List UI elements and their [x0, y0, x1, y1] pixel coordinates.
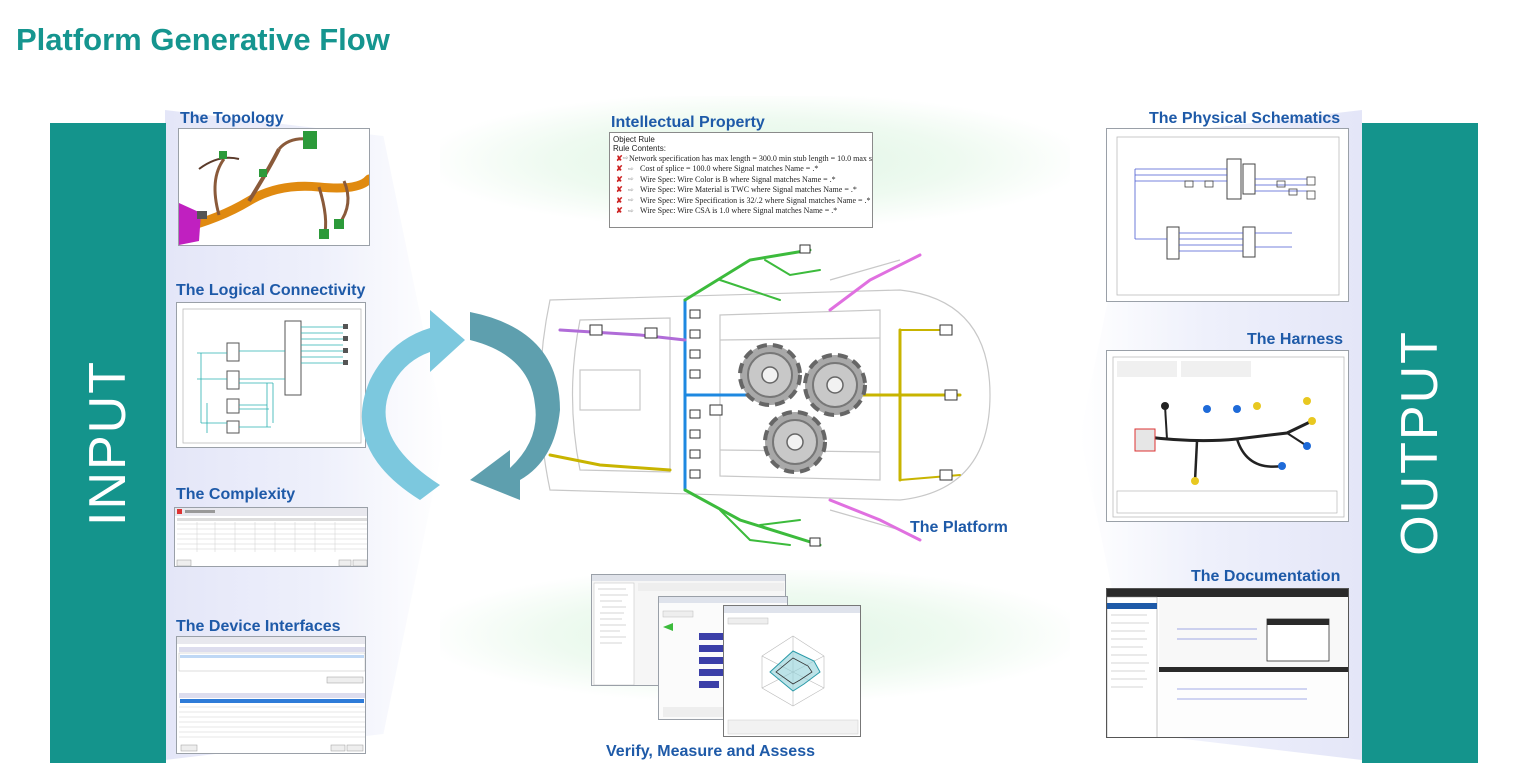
logical-connectivity-label: The Logical Connectivity [176, 282, 366, 299]
output-bar: OUTPUT [1362, 123, 1478, 763]
logical-connectivity-image [176, 302, 366, 448]
physical-schematics-label: The Physical Schematics [1149, 110, 1341, 127]
arrow-icon: ⇨ [622, 154, 629, 163]
topology-image [178, 128, 370, 246]
input-bar: INPUT [50, 123, 166, 763]
cycle-arrows-icon [361, 310, 560, 500]
delete-icon: ✘ [616, 185, 623, 195]
rule-text: Wire Spec: Wire Specification is 32/.2 w… [640, 195, 871, 205]
verify-label: Verify, Measure and Assess [606, 743, 815, 760]
rules-panel: Object Rule Rule Contents: ✘⇨Network spe… [609, 132, 873, 228]
rule-row: ✘ ⇨ Wire Spec: Wire Specification is 32/.2… [610, 195, 872, 206]
arrow-icon: ⇨ [628, 206, 634, 215]
arrow-icon: ⇨ [628, 185, 634, 194]
complexity-image [174, 507, 368, 567]
rule-row: ✘ ⇨ Wire Spec: Wire CSA is 1.0 where Signa… [610, 206, 872, 217]
topology-label: The Topology [180, 110, 284, 127]
documentation-image [1106, 588, 1349, 738]
verify-window-front [723, 605, 861, 737]
delete-icon: ✘ [616, 195, 623, 205]
arrow-icon: ⇨ [628, 196, 634, 205]
rules-panel-subheader: Rule Contents: [613, 144, 666, 153]
rule-row: ✘ ⇨ Wire Spec: Wire Color is B where Signa… [610, 174, 872, 185]
rule-row: ✘ ⇨ Wire Spec: Wire Material is TWC where … [610, 185, 872, 196]
page-title: Platform Generative Flow [16, 22, 390, 57]
rule-text: Wire Spec: Wire Material is TWC where Si… [640, 185, 857, 195]
rule-text: Cost of splice = 100.0 where Signal matc… [640, 164, 819, 174]
rule-text: Network specification has max length = 3… [629, 153, 872, 163]
arrow-icon: ⇨ [628, 164, 634, 173]
delete-icon: ✘ [616, 206, 623, 216]
complexity-label: The Complexity [176, 486, 296, 503]
platform-label: The Platform [910, 519, 1008, 536]
delete-icon: ✘ [616, 164, 623, 174]
platform-image [539, 244, 991, 547]
input-label: INPUT [79, 360, 137, 526]
output-label: OUTPUT [1391, 330, 1449, 556]
intellectual-property-label: Intellectual Property [611, 114, 765, 131]
physical-schematics-image [1106, 128, 1349, 302]
documentation-label: The Documentation [1191, 568, 1341, 585]
delete-icon: ✘ [616, 153, 623, 163]
rule-row: ✘⇨Network specification has max length =… [610, 153, 872, 164]
rule-text: Wire Spec: Wire CSA is 1.0 where Signal … [640, 206, 838, 216]
harness-image [1106, 350, 1349, 522]
gear-icon [738, 343, 867, 474]
device-interfaces-image [176, 636, 366, 754]
arrow-icon: ⇨ [628, 175, 634, 184]
rule-text: Wire Spec: Wire Color is B where Signal … [640, 174, 836, 184]
delete-icon: ✘ [616, 174, 623, 184]
harness-label: The Harness [1247, 331, 1344, 348]
device-interfaces-label: The Device Interfaces [176, 618, 341, 635]
rule-row: ✘ ⇨ Cost of splice = 100.0 where Signal ma… [610, 164, 872, 175]
rules-panel-header: Object Rule [613, 135, 655, 144]
